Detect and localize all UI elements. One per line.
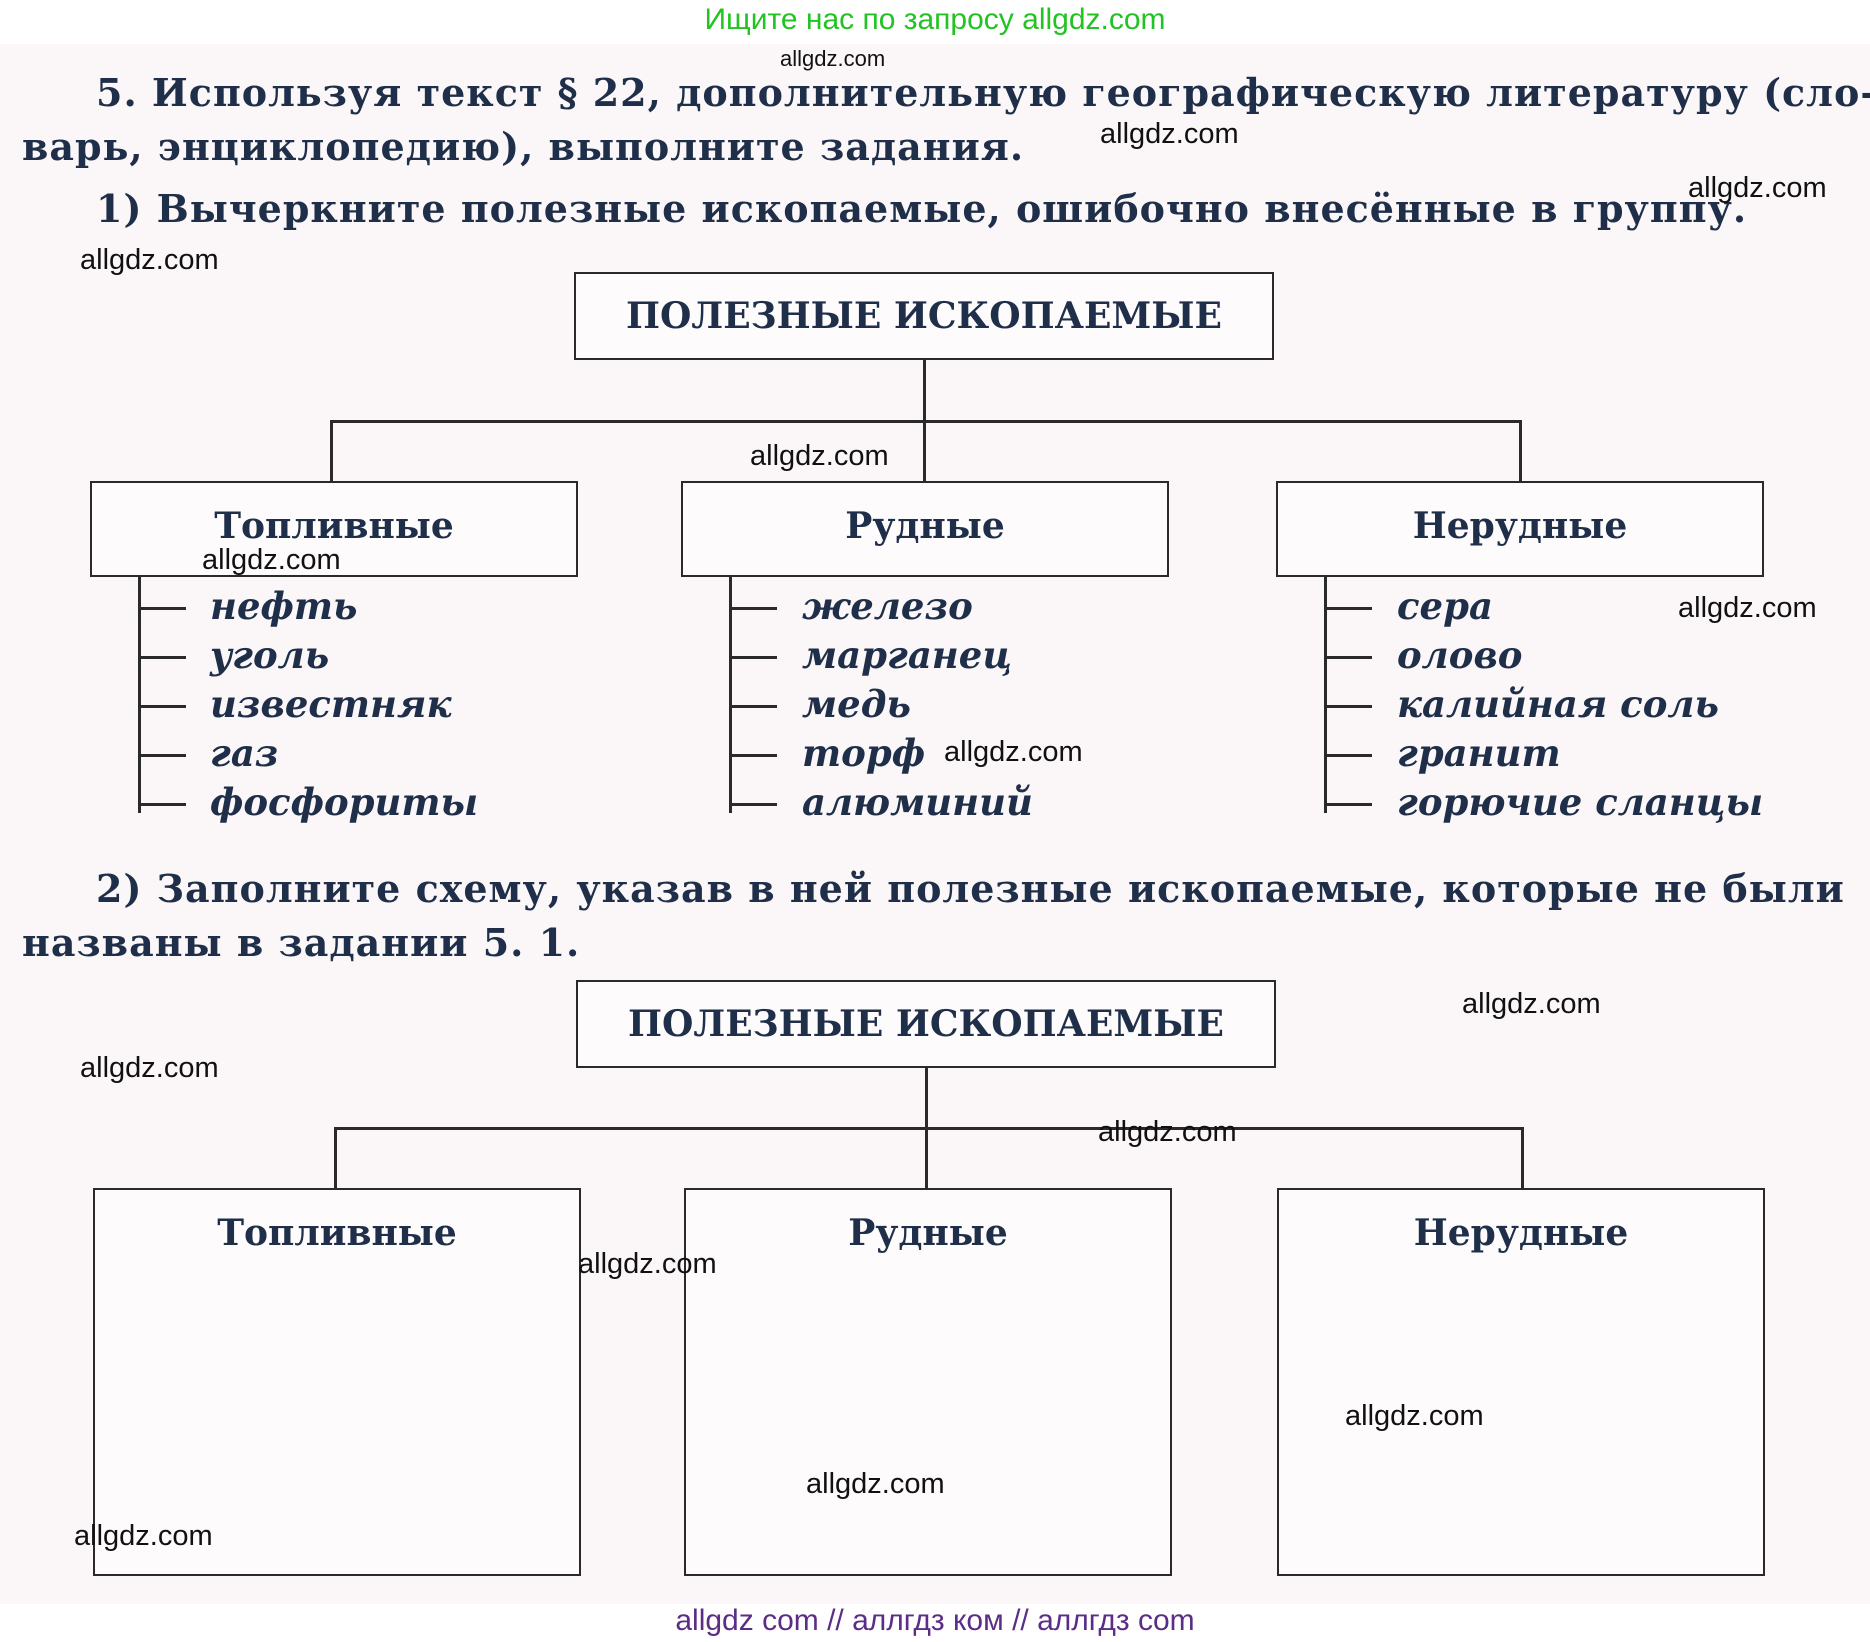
watermark: allgdz.com <box>1462 988 1601 1020</box>
watermark: allgdz.com <box>750 440 889 472</box>
list-item: нефть <box>210 584 358 628</box>
task-5-line1: 5. Используя текст § 22, дополнительную … <box>96 70 1870 115</box>
list-item: фосфориты <box>210 780 479 824</box>
list-tick <box>1324 656 1372 659</box>
watermark: allgdz.com <box>1345 1400 1484 1432</box>
list-tick <box>729 656 777 659</box>
watermark: allgdz.com <box>1688 172 1827 204</box>
list-tick <box>138 607 186 610</box>
list-item: уголь <box>210 633 330 677</box>
diagram2-title: ПОЛЕЗНЫЕ ИСКОПАЕМЫЕ <box>628 1003 1224 1045</box>
diagram2-connector-stem <box>925 1068 928 1130</box>
list-tick <box>729 607 777 610</box>
category-label: Нерудные <box>1413 1212 1629 1254</box>
list-tick <box>1324 607 1372 610</box>
watermark: allgdz.com <box>806 1468 945 1500</box>
diagram2-connector-right <box>1521 1127 1524 1189</box>
diagram1-connector-left <box>330 420 333 482</box>
list-item: марганец <box>802 633 1013 677</box>
diagram1-connector-right <box>1519 420 1522 482</box>
list-spine <box>729 577 732 813</box>
list-tick <box>729 705 777 708</box>
watermark: allgdz.com <box>80 244 219 276</box>
diagram2-category-fuel-answer-box[interactable]: Топливные <box>93 1188 581 1576</box>
list-item: горючие сланцы <box>1397 780 1764 824</box>
watermark: allgdz.com <box>780 46 886 71</box>
list-tick <box>1324 803 1372 806</box>
list-tick <box>1324 754 1372 757</box>
diagram1-category-nonmetal: Нерудные <box>1276 481 1764 577</box>
diagram2-category-nonmetal-answer-box[interactable]: Нерудные <box>1277 1188 1765 1576</box>
bottom-banner[interactable]: allgdz com // аллгдз ком // аллгдз com <box>675 1604 1195 1637</box>
watermark: allgdz.com <box>80 1052 219 1084</box>
watermark: allgdz.com <box>1678 592 1817 624</box>
list-item: калийная соль <box>1397 682 1719 726</box>
category-label: Рудные <box>848 1212 1008 1254</box>
diagram1-category-fuel: Топливные <box>90 481 578 577</box>
category-label: Топливные <box>217 1212 457 1254</box>
list-spine <box>1324 577 1327 813</box>
watermark: allgdz.com <box>202 544 341 576</box>
diagram2-connector-bar <box>334 1127 1524 1130</box>
watermark: allgdz.com <box>1100 118 1239 150</box>
list-item: медь <box>802 682 911 726</box>
list-tick <box>138 705 186 708</box>
diagram1-title: ПОЛЕЗНЫЕ ИСКОПАЕМЫЕ <box>626 295 1222 337</box>
list-item: олово <box>1397 633 1523 677</box>
task-5-sub1: 1) Вычеркните полезные ископаемые, ошибо… <box>96 186 1748 231</box>
list-tick <box>729 803 777 806</box>
diagram2-title-box: ПОЛЕЗНЫЕ ИСКОПАЕМЫЕ <box>576 980 1276 1068</box>
diagram1-connector-mid <box>923 420 926 482</box>
watermark: allgdz.com <box>578 1248 717 1280</box>
category-label: Топливные <box>214 505 454 547</box>
list-item: известняк <box>210 682 452 726</box>
category-label: Нерудные <box>1412 505 1628 547</box>
task-5-sub2-line1: 2) Заполните схему, указав в ней полезны… <box>96 866 1845 911</box>
list-tick <box>138 754 186 757</box>
list-item: торф <box>802 731 926 775</box>
diagram2-category-ore-answer-box[interactable]: Рудные <box>684 1188 1172 1576</box>
diagram1-title-box: ПОЛЕЗНЫЕ ИСКОПАЕМЫЕ <box>574 272 1274 360</box>
list-tick <box>729 754 777 757</box>
watermark: allgdz.com <box>74 1520 213 1552</box>
diagram2-connector-mid <box>925 1127 928 1189</box>
task-5-sub2-line2: названы в задании 5. 1. <box>22 920 581 965</box>
list-tick <box>1324 705 1372 708</box>
list-item: сера <box>1397 584 1493 628</box>
watermark: allgdz.com <box>1098 1116 1237 1148</box>
list-tick <box>138 656 186 659</box>
list-item: железо <box>802 584 973 628</box>
list-tick <box>138 803 186 806</box>
diagram1-connector-stem <box>923 360 926 422</box>
diagram1-connector-bar <box>330 420 1522 423</box>
category-label: Рудные <box>845 505 1005 547</box>
list-spine <box>138 577 141 813</box>
diagram1-category-ore: Рудные <box>681 481 1169 577</box>
list-item: газ <box>210 731 279 775</box>
top-banner[interactable]: Ищите нас по запросу allgdz.com <box>704 3 1166 36</box>
diagram2-connector-left <box>334 1127 337 1189</box>
list-item: гранит <box>1397 731 1561 775</box>
task-5-line2: варь, энциклопедию), выполните задания. <box>22 124 1025 169</box>
list-item: алюминий <box>802 780 1033 824</box>
watermark: allgdz.com <box>944 736 1083 768</box>
